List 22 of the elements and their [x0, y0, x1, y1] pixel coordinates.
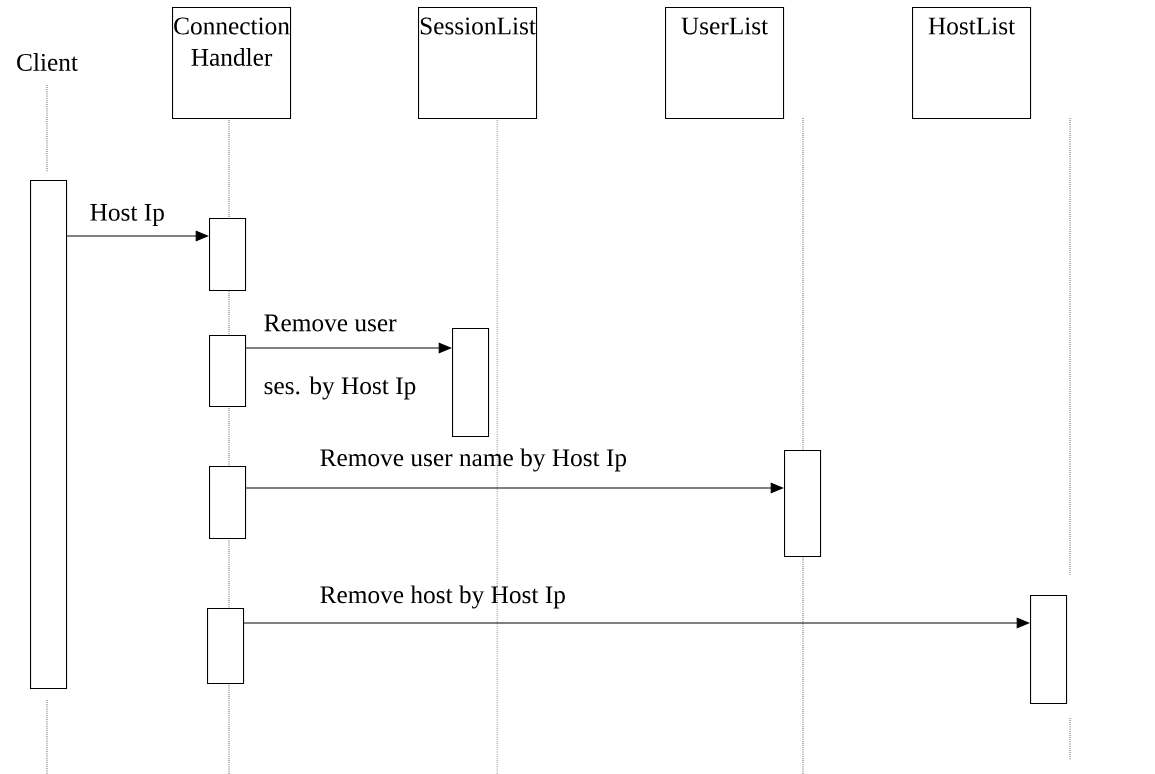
edge-label: Remove user [264, 314, 397, 332]
message-text: ses. by Host Ip [264, 376, 416, 400]
activation-bar [209, 466, 247, 540]
activation-bar [784, 450, 822, 558]
lifeline-head-box: HostList [912, 7, 1032, 120]
lifeline-head-box: Connection Handler [172, 7, 292, 120]
activation-bar [30, 180, 68, 690]
activation-bar [1030, 595, 1068, 705]
lifeline-head-box: UserList [665, 7, 785, 120]
activation-bar [209, 218, 247, 292]
participant-label: Client [17, 53, 78, 71]
arrow [66, 230, 209, 242]
activation-bar [209, 335, 247, 408]
edge-label: Remove user name by Host Ip [320, 448, 627, 472]
arrow [245, 482, 784, 494]
lifeline-head-box: SessionList [418, 7, 538, 120]
activation-bar [207, 608, 245, 685]
edge-label: Host Ip [90, 204, 164, 226]
arrow [243, 617, 1030, 629]
edge-label: Remove host by Host Ip [320, 585, 565, 609]
arrow [245, 342, 452, 354]
activation-bar [452, 328, 490, 438]
